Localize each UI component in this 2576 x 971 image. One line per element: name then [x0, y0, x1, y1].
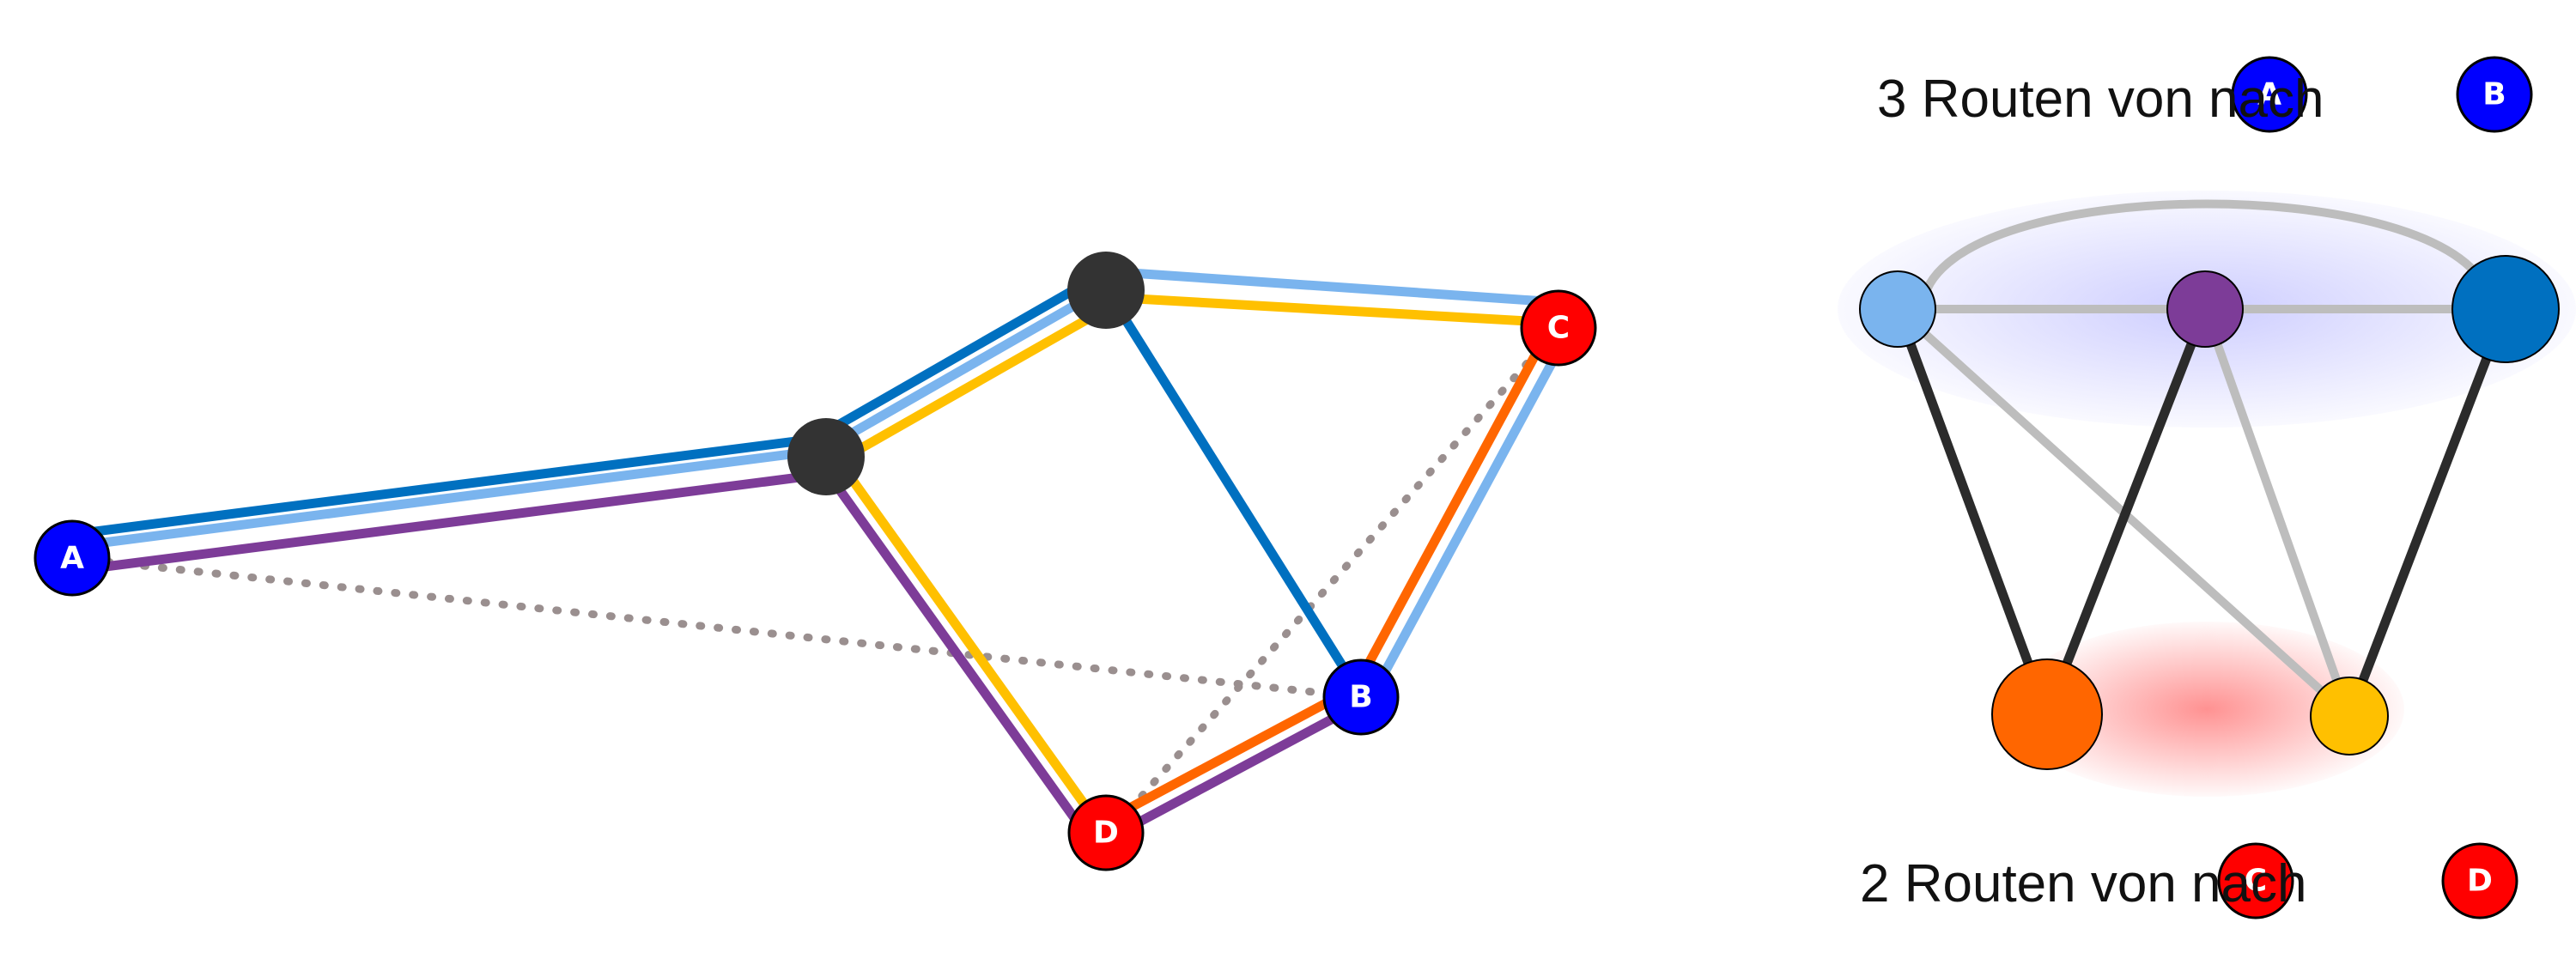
station-a-marker: [33, 519, 111, 597]
route-segment-light-blue: [820, 284, 1107, 454]
station-d: D: [1067, 794, 1145, 871]
route-segment-orange: [1349, 324, 1555, 695]
graph-edge-black: [2042, 307, 2210, 716]
graph-node-yellow: [2310, 677, 2389, 756]
station-d-marker: [1067, 794, 1145, 871]
graph-node-orange: [1991, 658, 2103, 770]
dotted-link-d-c: [1102, 324, 1563, 841]
junction-node: [787, 418, 865, 495]
graph-node-dark-blue: [2451, 255, 2560, 363]
graph-edge-black: [1893, 307, 2052, 716]
route-segment-dark-blue: [1102, 286, 1365, 698]
route-segment-purple: [1107, 698, 1366, 842]
station-c: C: [1520, 289, 1597, 367]
route-segment-orange: [1100, 683, 1359, 827]
route-segment-yellow: [829, 300, 1115, 470]
station-d-label: D: [1093, 816, 1119, 851]
legend-bottom-from-label: C: [2245, 864, 2267, 899]
group-halo-red: [2009, 622, 2404, 797]
legend-bottom-from-marker: [2217, 842, 2294, 919]
legend-top-caption: 3 Routen von nach: [1877, 70, 2324, 129]
route-segment-dark-blue: [813, 272, 1100, 442]
route-network: A B C D: [33, 252, 1597, 871]
route-segment-purple: [817, 460, 1088, 834]
route-segment-yellow: [830, 452, 1102, 826]
route-segment-dark-blue: [68, 433, 823, 540]
graph-edge-gray: [2201, 307, 2354, 718]
station-b: B: [1322, 658, 1400, 736]
station-a-label: A: [60, 541, 84, 576]
graph-edge-gray: [1919, 199, 2494, 302]
route-segment-light-blue: [70, 445, 825, 552]
graph-node-light-blue: [1859, 270, 1936, 348]
legend-bottom-to-marker: [2441, 842, 2518, 919]
dotted-link-a-b: [68, 554, 1365, 701]
legend-bottom-to-label: D: [2467, 864, 2493, 899]
legend-top-to-marker: [2456, 56, 2533, 133]
station-b-label: B: [1349, 680, 1372, 715]
graph-edge-black: [2344, 307, 2511, 718]
legend-bottom-caption: 2 Routen von nach: [1860, 854, 2307, 913]
junction-node: [1067, 252, 1145, 329]
legend-top-from-marker: [2231, 56, 2308, 133]
legend-top-from-label: A: [2257, 77, 2281, 112]
station-c-label: C: [1547, 311, 1570, 346]
route-segment-purple: [71, 469, 827, 576]
legend-bottom: C D 2 Routen von nach: [1860, 842, 2518, 919]
conflict-graph: [1838, 191, 2576, 797]
route-segment-yellow: [1105, 292, 1558, 328]
station-a: A: [33, 519, 111, 597]
station-b-marker: [1322, 658, 1400, 736]
legend-top: A B 3 Routen von nach: [1877, 56, 2533, 133]
graph-node-purple: [2166, 270, 2244, 348]
legend-top-to-label: B: [2482, 77, 2506, 112]
route-segment-light-blue: [1366, 331, 1572, 701]
route-segment-light-blue: [1105, 266, 1558, 307]
station-c-marker: [1520, 289, 1597, 367]
